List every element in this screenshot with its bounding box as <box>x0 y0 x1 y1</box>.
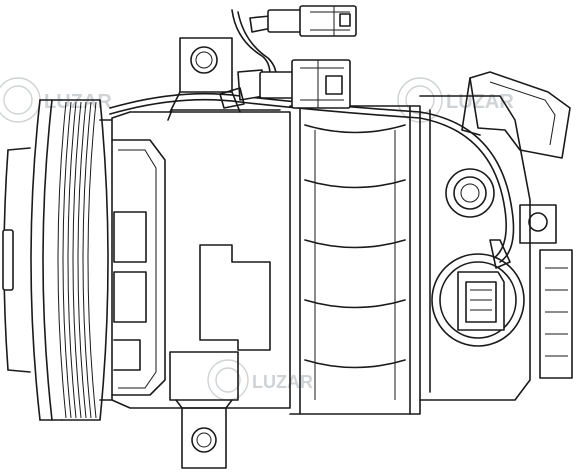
side-bracket <box>199 244 271 351</box>
harness-connector-top <box>249 5 357 37</box>
control-valve-connector <box>431 239 525 347</box>
front-housing <box>111 109 291 409</box>
center-body <box>289 105 421 415</box>
watermark-text-bottom: LUZAR <box>252 372 313 392</box>
pulley-grooves <box>57 101 97 419</box>
pressure-switch <box>461 71 571 159</box>
pulley-clutch <box>2 99 113 421</box>
rear-housing <box>419 95 573 401</box>
watermark-text-left: LUZAR <box>44 91 112 113</box>
wire-harness <box>109 9 515 263</box>
bottom-mount-boss <box>169 351 239 469</box>
watermark-logo-bottom: LUZAR <box>207 359 313 401</box>
harness-connector-middle <box>219 59 351 109</box>
